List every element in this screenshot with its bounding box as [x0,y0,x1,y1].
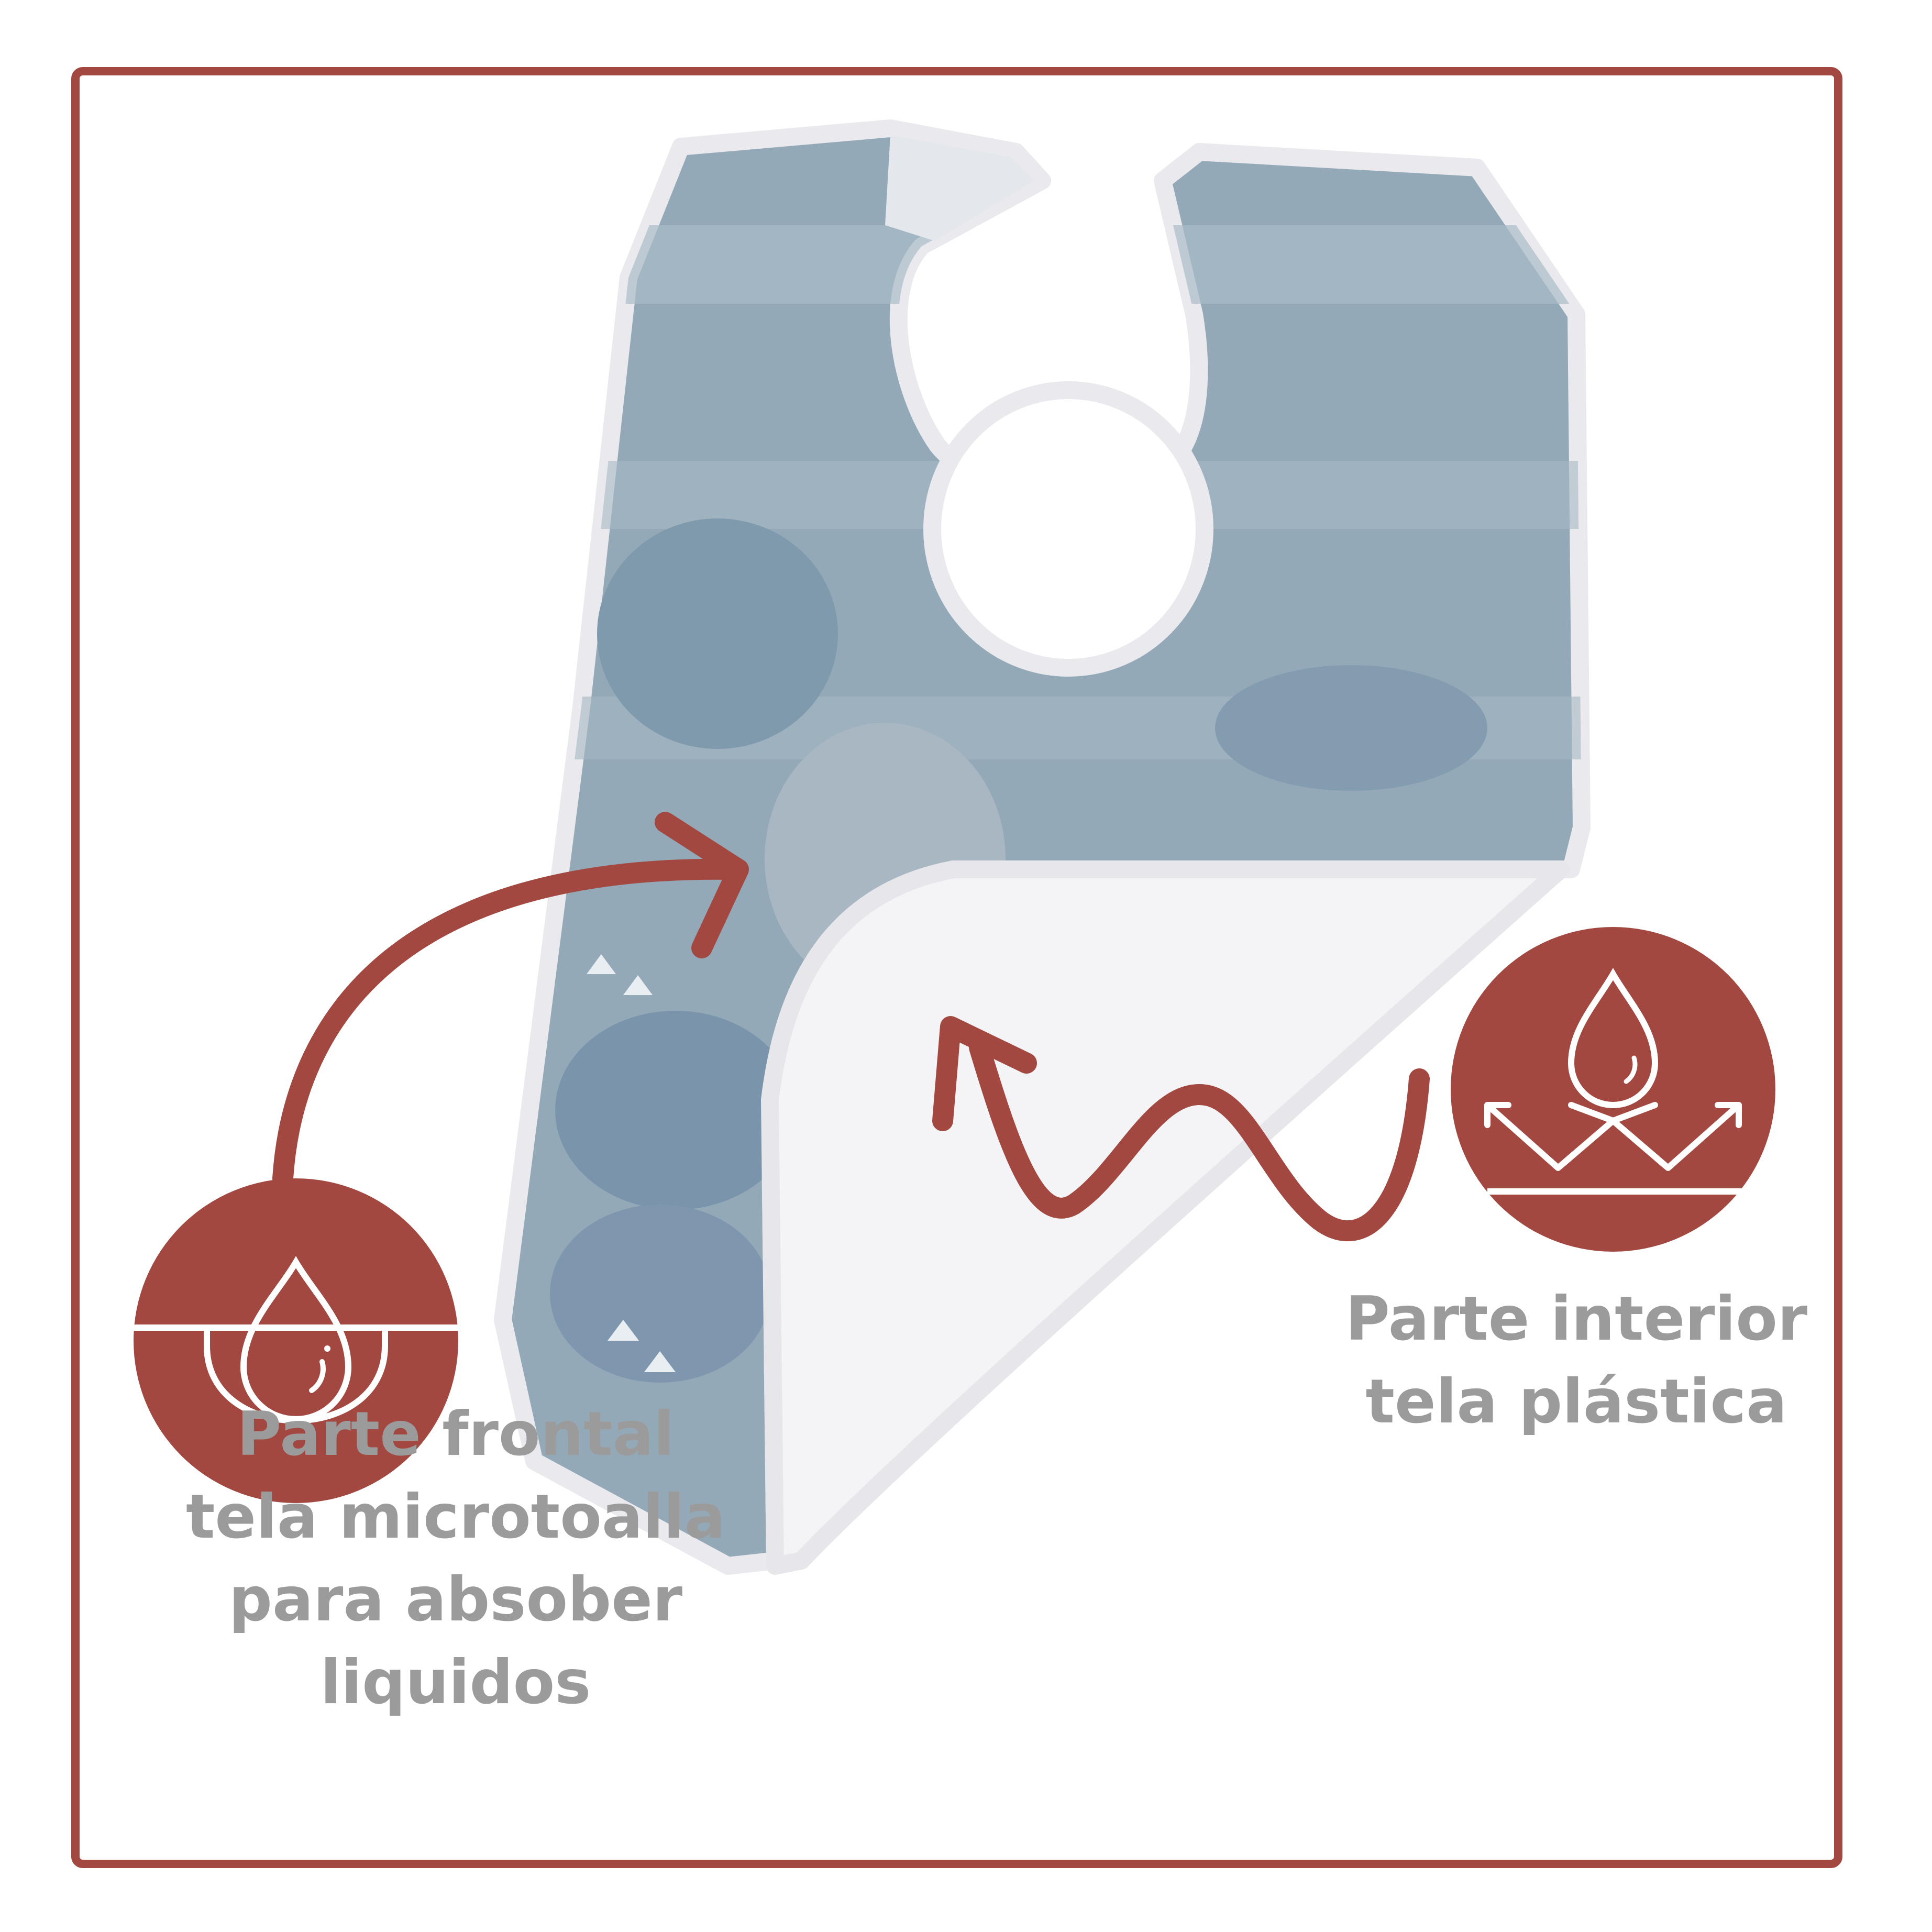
back-label: Parte interior tela plástica [1341,1278,1812,1443]
front-label-line-3: para absober liquidos [228,1564,683,1718]
arrow-to-back-head [932,1016,1037,1131]
neck-opening [923,381,1213,677]
back-label-line-1: Parte interior [1345,1284,1808,1354]
absorbent-drop-icon [120,1178,461,1503]
front-label-line-2: tela microtoalla [185,1482,726,1552]
front-label-line-1: Parte frontal [237,1399,675,1470]
waterproof-drop-icon [1451,927,1775,1252]
accent-frame [71,67,1842,1868]
arrow-to-front-head [655,812,749,958]
bib-back-fold [761,860,1570,1575]
front-label: Parte frontal tela microtoalla para abso… [84,1393,827,1724]
arrow-to-back [969,1037,1430,1242]
arrow-to-front [272,858,744,1189]
back-label-line-2: tela plástica [1365,1366,1787,1437]
velcro-tab [885,135,1034,241]
